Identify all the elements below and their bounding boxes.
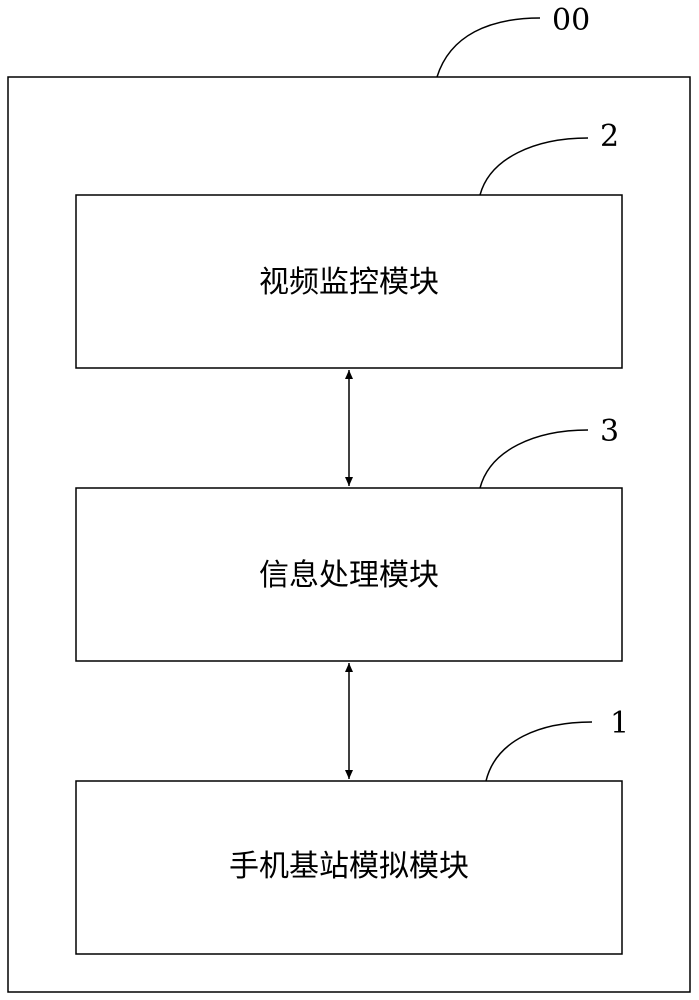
module-video-monitoring: 视频监控模块 2	[75, 119, 623, 369]
module-label: 信息处理模块	[259, 558, 439, 593]
module-ref-leader	[479, 137, 589, 196]
system-ref-leader	[436, 17, 541, 78]
module-base-station-sim: 手机基站模拟模块 1	[75, 706, 629, 955]
module-box	[75, 780, 623, 955]
module-label: 视频监控模块	[259, 265, 439, 300]
module-ref-leader	[485, 721, 593, 782]
module-ref-label: 3	[600, 414, 619, 449]
module-label: 手机基站模拟模块	[229, 849, 469, 884]
module-box	[75, 194, 623, 369]
module-ref-leader	[479, 429, 589, 489]
module-ref-label: 1	[610, 706, 629, 741]
system-frame: 00	[7, 3, 691, 993]
module-box	[75, 487, 623, 662]
system-ref-label: 00	[552, 3, 590, 38]
module-ref-label: 2	[600, 119, 619, 154]
system-frame-border	[7, 76, 691, 993]
module-info-processing: 信息处理模块 3	[75, 414, 623, 662]
